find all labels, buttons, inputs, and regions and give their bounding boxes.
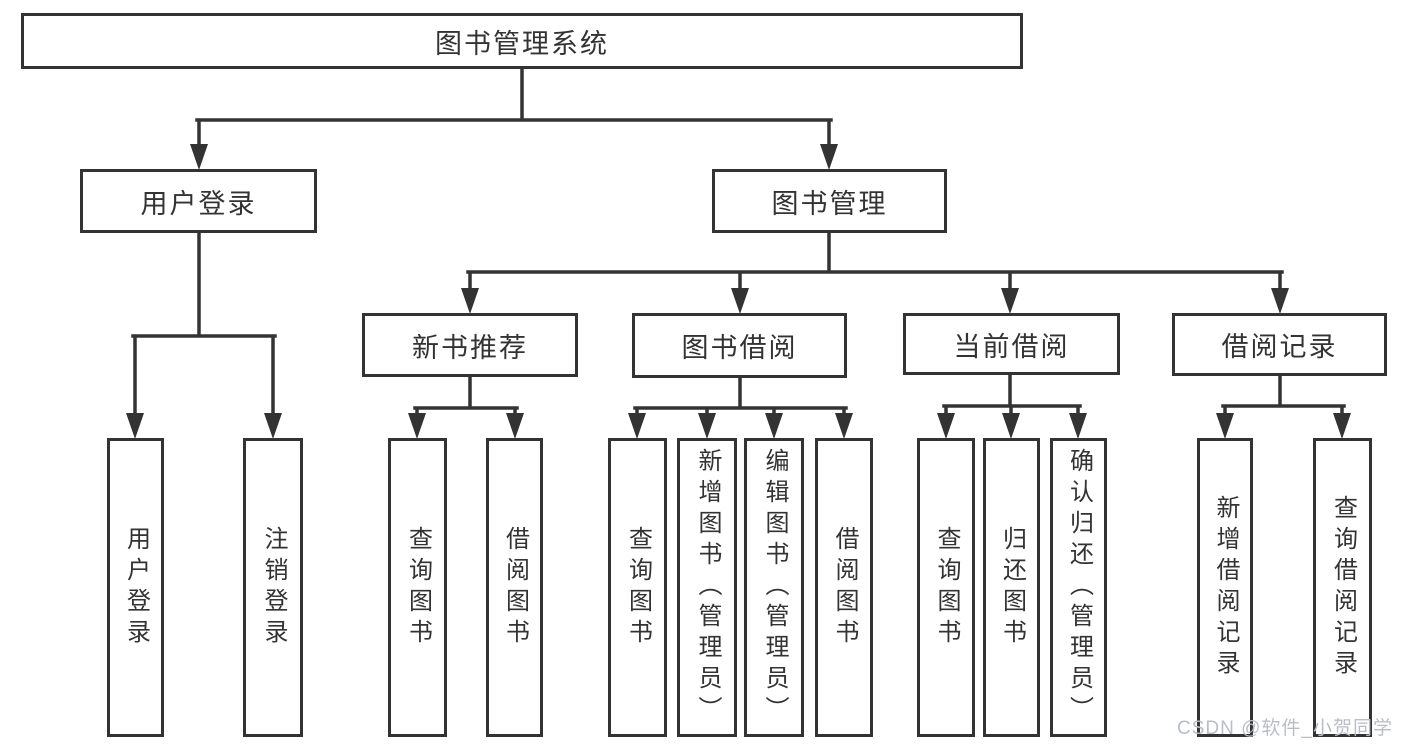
node-label: 图书借阅 bbox=[681, 333, 798, 363]
arrowhead bbox=[820, 144, 838, 170]
arrowhead bbox=[1333, 413, 1351, 439]
connector-borrow-records-to-leaves bbox=[1216, 373, 1351, 439]
arrowhead bbox=[1069, 413, 1087, 439]
leaf-edit-books-admin: 编辑图书（管理员） bbox=[744, 438, 804, 737]
node-label: 图书管理 bbox=[771, 188, 888, 219]
arrowhead bbox=[506, 413, 524, 439]
arrowhead bbox=[937, 413, 955, 439]
node-book-management: 图书管理 bbox=[712, 169, 947, 233]
leaf-query-books-borrow: 查询图书 bbox=[608, 438, 667, 737]
leaf-label: 注销登录 bbox=[260, 525, 287, 650]
arrowhead bbox=[731, 288, 749, 314]
leaf-label: 编辑图书（管理员） bbox=[761, 448, 788, 727]
leaf-label: 查询借阅记录 bbox=[1329, 494, 1357, 681]
arrowhead bbox=[1002, 413, 1020, 439]
arrowhead bbox=[1001, 288, 1019, 314]
node-root-library-system: 图书管理系统 bbox=[21, 13, 1023, 69]
arrowhead bbox=[765, 413, 783, 439]
leaf-label: 借阅图书 bbox=[501, 525, 529, 650]
csdn-watermark: CSDN @软件_小贺同学 bbox=[1177, 718, 1393, 739]
leaf-user-login: 用户登录 bbox=[107, 438, 164, 737]
arrowhead bbox=[461, 288, 479, 314]
node-label: 图书管理系统 bbox=[435, 28, 609, 59]
leaf-label: 新增借阅记录 bbox=[1212, 494, 1239, 681]
arrowhead bbox=[1216, 413, 1234, 439]
node-new-book-recommend: 新书推荐 bbox=[362, 313, 578, 377]
leaf-label: 借阅图书 bbox=[831, 525, 858, 650]
leaf-label: 新增图书（管理员） bbox=[694, 448, 721, 727]
connector-user-login-to-leaves bbox=[126, 231, 282, 439]
connector-book-management-to-level3 bbox=[461, 231, 1289, 314]
node-label: 当前借阅 bbox=[953, 331, 1070, 362]
arrowhead bbox=[264, 413, 282, 439]
leaf-query-books-current: 查询图书 bbox=[917, 438, 975, 737]
connector-new-book-to-leaves bbox=[408, 375, 524, 439]
node-label: 借阅记录 bbox=[1221, 332, 1338, 362]
leaf-query-books-recommend: 查询图书 bbox=[388, 438, 447, 737]
arrowhead bbox=[698, 413, 716, 439]
connector-root-to-level2 bbox=[190, 66, 838, 170]
leaf-query-borrow-record: 查询借阅记录 bbox=[1313, 438, 1372, 737]
leaf-confirm-return-admin: 确认归还（管理员） bbox=[1050, 438, 1107, 737]
arrowhead bbox=[126, 413, 144, 439]
connector-book-borrow-to-leaves bbox=[628, 375, 853, 439]
node-borrow-records: 借阅记录 bbox=[1172, 313, 1387, 376]
leaf-label: 确认归还（管理员） bbox=[1065, 448, 1093, 727]
arrowhead bbox=[190, 144, 208, 170]
node-label: 用户登录 bbox=[140, 188, 257, 219]
leaf-return-books: 归还图书 bbox=[983, 438, 1040, 737]
node-label: 新书推荐 bbox=[412, 332, 528, 363]
leaf-logout: 注销登录 bbox=[243, 438, 303, 737]
node-book-borrow: 图书借阅 bbox=[632, 313, 847, 378]
leaf-label: 归还图书 bbox=[998, 525, 1026, 650]
leaf-label: 查询图书 bbox=[404, 525, 432, 650]
leaf-add-borrow-record: 新增借阅记录 bbox=[1197, 438, 1253, 737]
leaf-borrow-books-recommend: 借阅图书 bbox=[486, 438, 543, 737]
arrowhead bbox=[835, 413, 853, 439]
node-current-borrow: 当前借阅 bbox=[903, 313, 1120, 375]
connector-current-borrow-to-leaves bbox=[937, 373, 1087, 439]
node-user-login: 用户登录 bbox=[80, 169, 317, 233]
leaf-label: 用户登录 bbox=[122, 525, 150, 650]
arrowhead bbox=[1271, 288, 1289, 314]
leaf-add-books-admin: 新增图书（管理员） bbox=[677, 438, 737, 737]
arrowhead bbox=[628, 413, 646, 439]
arrowhead bbox=[408, 413, 426, 439]
leaf-borrow-books: 借阅图书 bbox=[815, 438, 873, 737]
leaf-label: 查询图书 bbox=[624, 525, 652, 650]
leaf-label: 查询图书 bbox=[933, 525, 960, 650]
